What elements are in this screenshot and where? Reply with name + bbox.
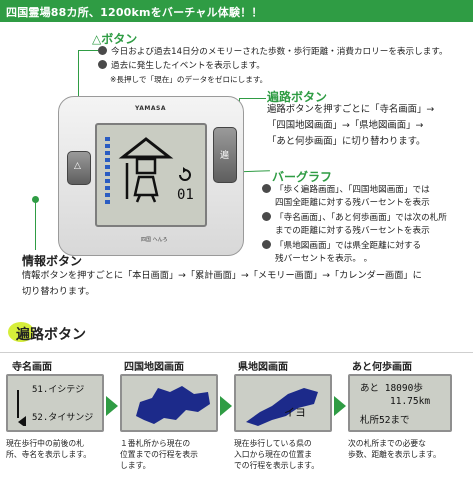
lcd-text: イヨ: [284, 406, 306, 419]
bar-line-6: 残バーセントを表示。 。: [275, 254, 373, 264]
title-banner: 四国霊場88カ所、1200kmをバーチャル体験！！: [0, 0, 473, 22]
panel-title-temple: 寺名画面: [12, 362, 52, 373]
bullet-icon: [262, 212, 271, 221]
bar-graph-segment: [105, 144, 110, 148]
panel-screen-temple: 51.イシテジ 52.タイサンジ: [6, 374, 104, 432]
leader-line-delta-v: [78, 50, 79, 130]
bullet-icon: [98, 46, 107, 55]
leader-line-info: [35, 200, 36, 250]
device-counter: 01: [177, 187, 194, 203]
triangle-icon: △: [74, 161, 81, 171]
bar-graph-segment: [105, 193, 110, 197]
bullet-icon: [262, 184, 271, 193]
lcd-text: 札所52まで: [360, 415, 410, 426]
info-line-1: 情報ボタンを押すごとに「本日画面」→「累計画面」→「メモリー画面」→「カレンダー…: [22, 270, 422, 281]
section-divider: [0, 352, 473, 353]
panel-screen-prefecture-map: イヨ: [234, 374, 332, 432]
panel-screen-shikoku-map: [120, 374, 218, 432]
panel-screen-steps-left: あと 18090歩 11.75km 札所52まで: [348, 374, 452, 432]
delta-line-2: 過去に発生したイベントを表示します。: [98, 60, 265, 72]
leader-line-henro: [240, 98, 266, 99]
panel-desc-temple: 現在歩行中の前後の札 所、寺名を表示します。: [6, 439, 91, 459]
henro-button-heading: 遍路ボタン: [267, 90, 328, 104]
delta-button-heading: △ボタン: [92, 32, 138, 46]
bar-graph-segment: [105, 165, 110, 169]
bar-line-5: 「県地図画面」では県全距離に対する: [262, 240, 421, 252]
panel-desc-shikoku-map: １番札所から現在の 位置までの行程を表示 します。: [120, 439, 198, 470]
highlight-blob: [8, 322, 34, 342]
arrow-down-icon: [17, 390, 26, 426]
panel-title-steps-left: あと何歩画面: [352, 362, 412, 373]
bar-graph-segment: [105, 172, 110, 176]
panel-title-shikoku-map: 四国地図画面: [124, 362, 184, 373]
panel-desc-prefecture-map: 現在歩行している県の 入口から現在の位置ま での行程を表示します。: [234, 439, 319, 470]
next-arrow-icon: [334, 396, 346, 416]
next-arrow-icon: [106, 396, 118, 416]
henro-button[interactable]: 遍: [213, 127, 237, 183]
bar-line-2: 四国全距離に対する残バーセントを表示: [275, 198, 430, 208]
lcd-text: あと 18090歩: [360, 383, 423, 394]
delta-note: ※長押しで「現在」のデータをゼロにします。: [110, 75, 268, 84]
bar-line-4: までの距離に対する残バーセントを表示: [275, 226, 430, 236]
pedometer-device: YAMASA △ 遍 01 四国 へんろ: [58, 96, 244, 256]
info-button[interactable]: △: [67, 151, 91, 185]
next-arrow-icon: [220, 396, 232, 416]
info-button-heading: 情報ボタン: [18, 250, 82, 269]
bullet-icon: [262, 240, 271, 249]
henro-line-1: 遍路ボタンを押すごとに「寺名画面」→: [267, 104, 435, 115]
device-label: 四国 へんろ: [141, 237, 168, 243]
bar-line-1: 「歩く遍路画面」、「四国地図画面」では: [262, 184, 430, 196]
bar-graph-segment: [105, 186, 110, 190]
leader-dot-info: [32, 196, 39, 203]
device-brand: YAMASA: [135, 105, 166, 112]
panel-title-prefecture-map: 県地図画面: [238, 362, 288, 373]
bullet-icon: [98, 60, 107, 69]
delta-line-1: 今日および過去14日分のメモリーされた歩数・歩行距離・消費カロリーを表示します。: [98, 46, 448, 58]
pilgrim-icon: [118, 137, 174, 203]
page-title: 四国霊場88カ所、1200kmをバーチャル体験！！: [6, 6, 263, 19]
shikoku-map-icon: [136, 386, 210, 424]
lcd-text: 11.75km: [390, 396, 431, 407]
bar-graph-segment: [105, 200, 110, 204]
bar-graph-segment: [105, 137, 110, 141]
bar-graph-segment: [105, 158, 110, 162]
panel-desc-steps-left: 次の札所までの必要な 歩数、距離を表示します。: [348, 439, 441, 459]
info-line-2: 切り替わります。: [22, 286, 95, 297]
bar-graph-heading: バーグラフ: [272, 170, 333, 184]
device-screen: 01: [95, 123, 207, 227]
henro-line-3: 「あと何歩画面」に切り替わります。: [267, 136, 426, 147]
bar-graph-segment: [105, 179, 110, 183]
prefecture-map-icon: [246, 388, 318, 426]
leader-line-delta: [78, 50, 98, 51]
bar-graph-segment: [105, 151, 110, 155]
refresh-icon: [179, 167, 191, 181]
bar-line-3: 「寺名画面」、「あと何歩画面」では次の札所: [262, 212, 447, 224]
lcd-text: 51.イシテジ: [32, 385, 85, 395]
henro-line-2: 「四国地図画面」→「県地図画面」→: [267, 120, 424, 131]
lcd-text: 52.タイサンジ: [32, 413, 94, 423]
henro-button-label: 遍: [220, 151, 230, 161]
bottom-heading: 遍路ボタン: [8, 320, 108, 344]
